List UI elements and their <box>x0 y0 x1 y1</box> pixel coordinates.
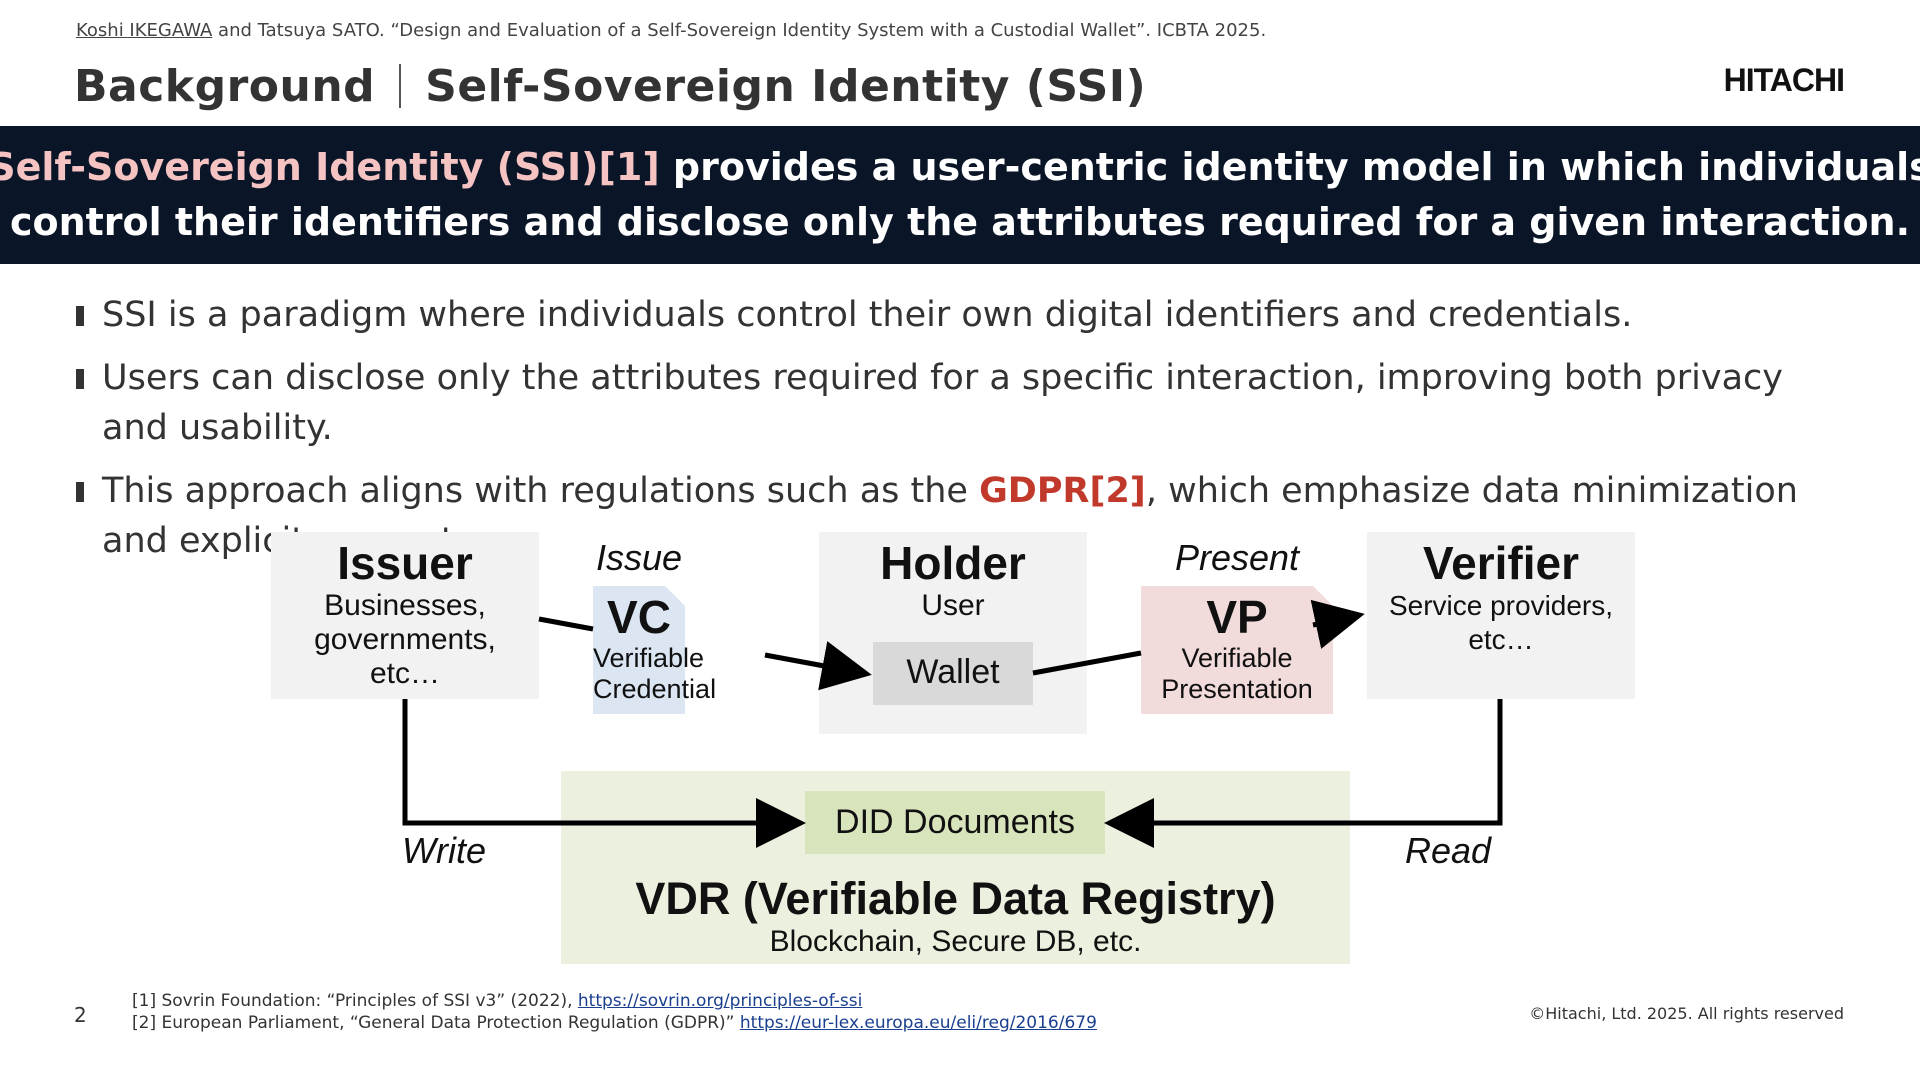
issuer-title: Issuer <box>337 537 473 589</box>
present-label: Present <box>1174 537 1300 578</box>
read-label: Read <box>1405 830 1492 871</box>
holder-title: Holder <box>880 537 1026 589</box>
copyright: ©Hitachi, Ltd. 2025. All rights reserved <box>1529 1004 1844 1023</box>
bullet-text: Users can disclose only the attributes r… <box>102 358 1783 448</box>
reference-1-link[interactable]: https://sovrin.org/principles-of-ssi <box>577 991 863 1011</box>
bullet-item: SSI is a paradigm where individuals cont… <box>76 290 1856 340</box>
vc-document-shape <box>593 586 685 714</box>
verifier-title: Verifier <box>1423 537 1579 589</box>
banner-line-2: control their identifiers and disclose o… <box>9 200 1911 244</box>
verifier-box <box>1367 532 1635 699</box>
vc-to-wallet-arrow <box>764 641 872 691</box>
diagram-arrows <box>271 532 1635 964</box>
write-label: Write <box>402 830 486 871</box>
title-divider <box>399 64 402 108</box>
vc-text: VC Verifiable Credential <box>593 591 717 704</box>
bullet-text: SSI is a paradigm where individuals cont… <box>102 295 1633 335</box>
vp-title: VP <box>1206 591 1268 643</box>
page-number: 2 <box>74 1003 87 1027</box>
issue-label: Issue <box>595 537 683 578</box>
did-documents-box <box>805 791 1105 854</box>
hitachi-logo: HITACHI <box>1723 62 1845 98</box>
references: [1] Sovrin Foundation: “Principles of SS… <box>132 990 1097 1034</box>
reference-2-link[interactable]: https://eur-lex.europa.eu/eli/reg/2016/6… <box>739 1013 1097 1033</box>
vp-text: VP Verifiable Presentation <box>1141 591 1333 705</box>
banner-line-1-text: provides a user-centric identity model i… <box>659 145 1920 189</box>
bullet-marker <box>76 369 84 389</box>
banner-highlight: Self-Sovereign Identity (SSI)[1] <box>0 145 660 189</box>
vdr-title: VDR (Verifiable Data Registry) <box>635 873 1276 924</box>
verifier-text: Verifier Service providers, etc… <box>1367 537 1635 657</box>
wallet-to-vp-line <box>1032 650 1142 676</box>
gdpr-highlight: GDPR[2] <box>979 471 1146 511</box>
wallet-label: Wallet <box>906 653 1000 691</box>
citation-text: and Tatsuya SATO. “Design and Evaluation… <box>212 20 1267 41</box>
vp-to-verifier-arrow <box>1310 599 1365 649</box>
did-documents-label: DID Documents <box>835 803 1075 841</box>
read-arrow <box>1104 699 1503 848</box>
bullet-list: SSI is a paradigm where individuals cont… <box>76 290 1856 579</box>
bullet-marker <box>76 306 84 326</box>
holder-text: Holder User <box>819 537 1087 623</box>
bullet-marker <box>76 482 84 502</box>
citation-line: Koshi IKEGAWA and Tatsuya SATO. “Design … <box>76 20 1266 41</box>
bullet-item: Users can disclose only the attributes r… <box>76 353 1856 453</box>
slide-title: Self-Sovereign Identity (SSI) <box>425 60 1147 112</box>
author-link[interactable]: Koshi IKEGAWA <box>76 20 213 41</box>
vp-document-shape <box>1141 586 1333 714</box>
issuer-box <box>271 532 539 699</box>
page-title: Background Self-Sovereign Identity (SSI) <box>74 58 1146 114</box>
summary-banner: Self-Sovereign Identity (SSI)[1] provide… <box>0 126 1920 264</box>
reference-2: [2] European Parliament, “General Data P… <box>132 1013 1097 1033</box>
reference-1: [1] Sovrin Foundation: “Principles of SS… <box>132 991 863 1011</box>
banner-line-1: Self-Sovereign Identity (SSI)[1] provide… <box>0 140 1920 195</box>
issuer-text: Issuer Businesses, governments, etc… <box>271 537 539 691</box>
section-title: Background <box>74 60 376 112</box>
ssi-diagram: Issuer Businesses, governments, etc… Iss… <box>260 525 1660 975</box>
issuer-to-vc-line <box>538 616 594 632</box>
wallet-box <box>873 642 1033 705</box>
vc-title: VC <box>607 591 671 643</box>
vdr-text: VDR (Verifiable Data Registry) Blockchai… <box>561 873 1350 959</box>
write-arrow <box>402 699 806 848</box>
